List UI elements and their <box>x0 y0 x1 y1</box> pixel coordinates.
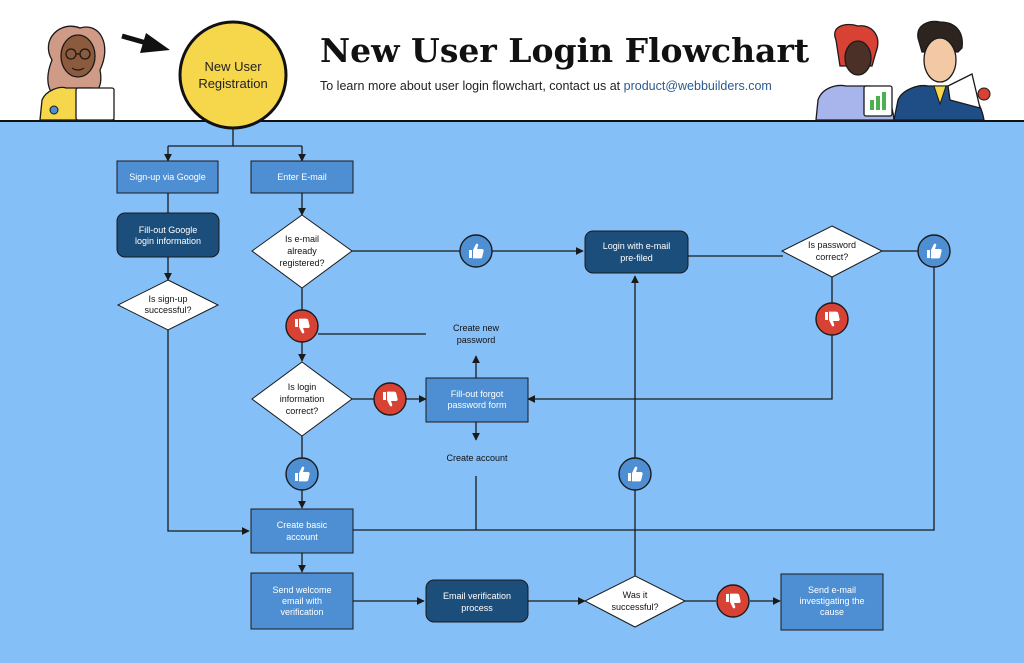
subtitle-text: To learn more about user login flowchart… <box>320 79 624 93</box>
node-label: cause <box>820 607 844 617</box>
node-label: process <box>461 603 493 613</box>
node-label: password <box>457 335 496 345</box>
box-enter-email[interactable]: Enter E-mail <box>250 160 354 194</box>
connectors <box>164 128 935 605</box>
decision-is-login-info-correct[interactable]: Is login information correct? <box>251 361 353 437</box>
node-label: Is password <box>808 240 856 250</box>
thumbs-down-icon <box>373 382 407 416</box>
node-label: correct? <box>286 406 319 416</box>
node-label: pre-filed <box>620 253 653 263</box>
node-label: Login with e-mail <box>603 241 671 251</box>
decision-is-password-correct[interactable]: Is password correct? <box>780 225 884 278</box>
box-login-with-email-prefilled[interactable]: Login with e-mail pre-filed <box>584 230 689 274</box>
node-label: investigating the <box>799 596 864 606</box>
label-create-account: Create account <box>446 453 508 463</box>
node-label: Fill-out Google <box>139 225 198 235</box>
node-label: account <box>286 532 318 542</box>
node-label: successful? <box>144 305 191 315</box>
arrow-icon <box>121 33 170 53</box>
node-label: successful? <box>611 602 658 612</box>
decision-was-it-successful[interactable]: Was it successful? <box>583 575 687 628</box>
box-create-basic-account[interactable]: Create basic account <box>250 508 354 554</box>
box-send-email-investigating-cause[interactable]: Send e-mail investigating the cause <box>780 573 884 631</box>
women-with-chart-illustration <box>815 23 895 121</box>
node-label: registered? <box>279 258 324 268</box>
node-label: Is login <box>288 382 317 392</box>
thumbs-up-icon <box>917 234 951 268</box>
box-fill-out-google-login[interactable]: Fill-out Google login information <box>116 212 220 258</box>
node-label: Fill-out forgot <box>451 389 504 399</box>
box-fill-out-forgot-password-form[interactable]: Fill-out forgot password form <box>425 377 529 423</box>
page-title: New User Login Flowchart <box>320 31 810 70</box>
label-create-new-password: Create new password <box>436 320 516 348</box>
node-label: Create basic <box>277 520 328 530</box>
man-with-megaphone-illustration <box>893 20 991 121</box>
node-label: verification <box>280 607 323 617</box>
node-label: already <box>287 246 317 256</box>
node-label: Send welcome <box>272 585 331 595</box>
contact-email-link[interactable]: product@webbuilders.com <box>624 79 772 93</box>
decision-is-signup-successful[interactable]: Is sign-up successful? <box>116 279 220 331</box>
box-send-welcome-email[interactable]: Send welcome email with verification <box>250 572 354 630</box>
node-label: email with <box>282 596 322 606</box>
node-label: password form <box>447 400 506 410</box>
node-label: Is sign-up <box>148 294 187 304</box>
node-label: Create new <box>453 323 500 333</box>
thumbs-down-icon <box>716 584 750 618</box>
thumbs-up-icon <box>285 457 319 491</box>
node-label: Send e-mail <box>808 585 856 595</box>
box-signup-via-google[interactable]: Sign-up via Google <box>116 160 219 194</box>
page-subtitle: To learn more about user login flowchart… <box>320 79 772 93</box>
woman-with-clipboard-illustration <box>39 25 115 121</box>
node-label: correct? <box>816 252 849 262</box>
thumbs-down-icon <box>815 302 849 336</box>
node-label: information <box>280 394 325 404</box>
thumbs-up-icon <box>459 234 493 268</box>
box-email-verification-process[interactable]: Email verification process <box>425 579 529 623</box>
start-node-label: New User <box>204 59 262 74</box>
node-label: Create account <box>446 453 508 463</box>
decision-is-email-registered[interactable]: Is e-mail already registered? <box>251 214 353 289</box>
start-node-new-user-registration[interactable]: New User Registration <box>178 20 288 130</box>
node-label: Is e-mail <box>285 234 319 244</box>
node-label: Enter E-mail <box>277 172 327 182</box>
node-label: Email verification <box>443 591 511 601</box>
thumbs-up-icon <box>618 457 652 491</box>
node-label: login information <box>135 236 201 246</box>
start-node-label: Registration <box>198 76 267 91</box>
thumbs-down-icon <box>285 309 319 343</box>
node-label: Sign-up via Google <box>129 172 206 182</box>
node-label: Was it <box>623 590 648 600</box>
